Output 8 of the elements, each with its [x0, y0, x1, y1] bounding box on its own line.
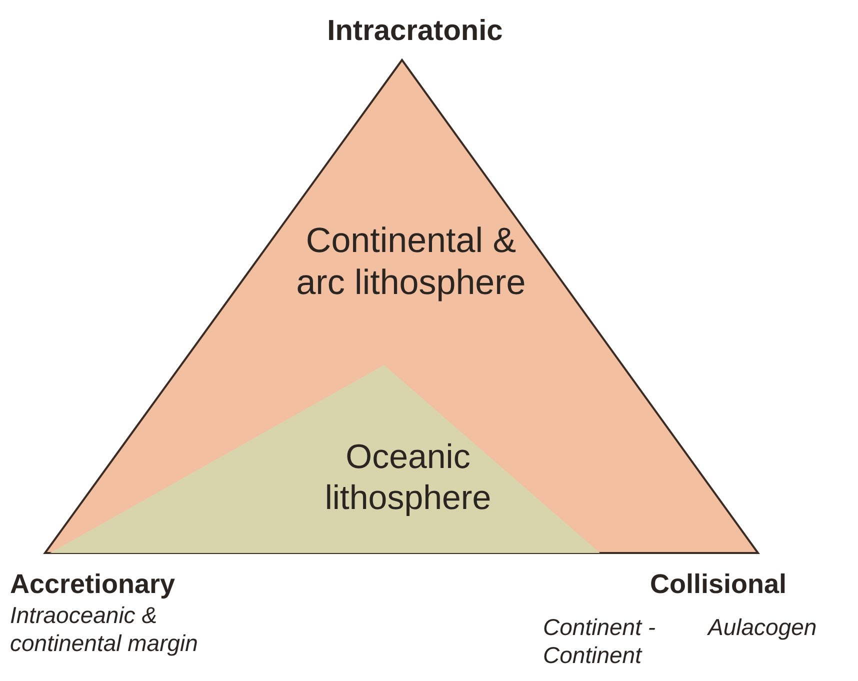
setting-note: Continent - Continent [543, 614, 657, 670]
setting-note: Aulacogen [708, 614, 818, 642]
vertex-label: Intracratonic [326, 14, 504, 49]
setting-note: Intraoceanic & continental margin [10, 602, 199, 658]
vertex-label: Accretionary [10, 568, 176, 600]
vertex-label: Collisional [650, 568, 788, 600]
region-label: Oceanic lithosphere [324, 437, 492, 519]
region-label: Continental & arc lithosphere [295, 220, 527, 304]
